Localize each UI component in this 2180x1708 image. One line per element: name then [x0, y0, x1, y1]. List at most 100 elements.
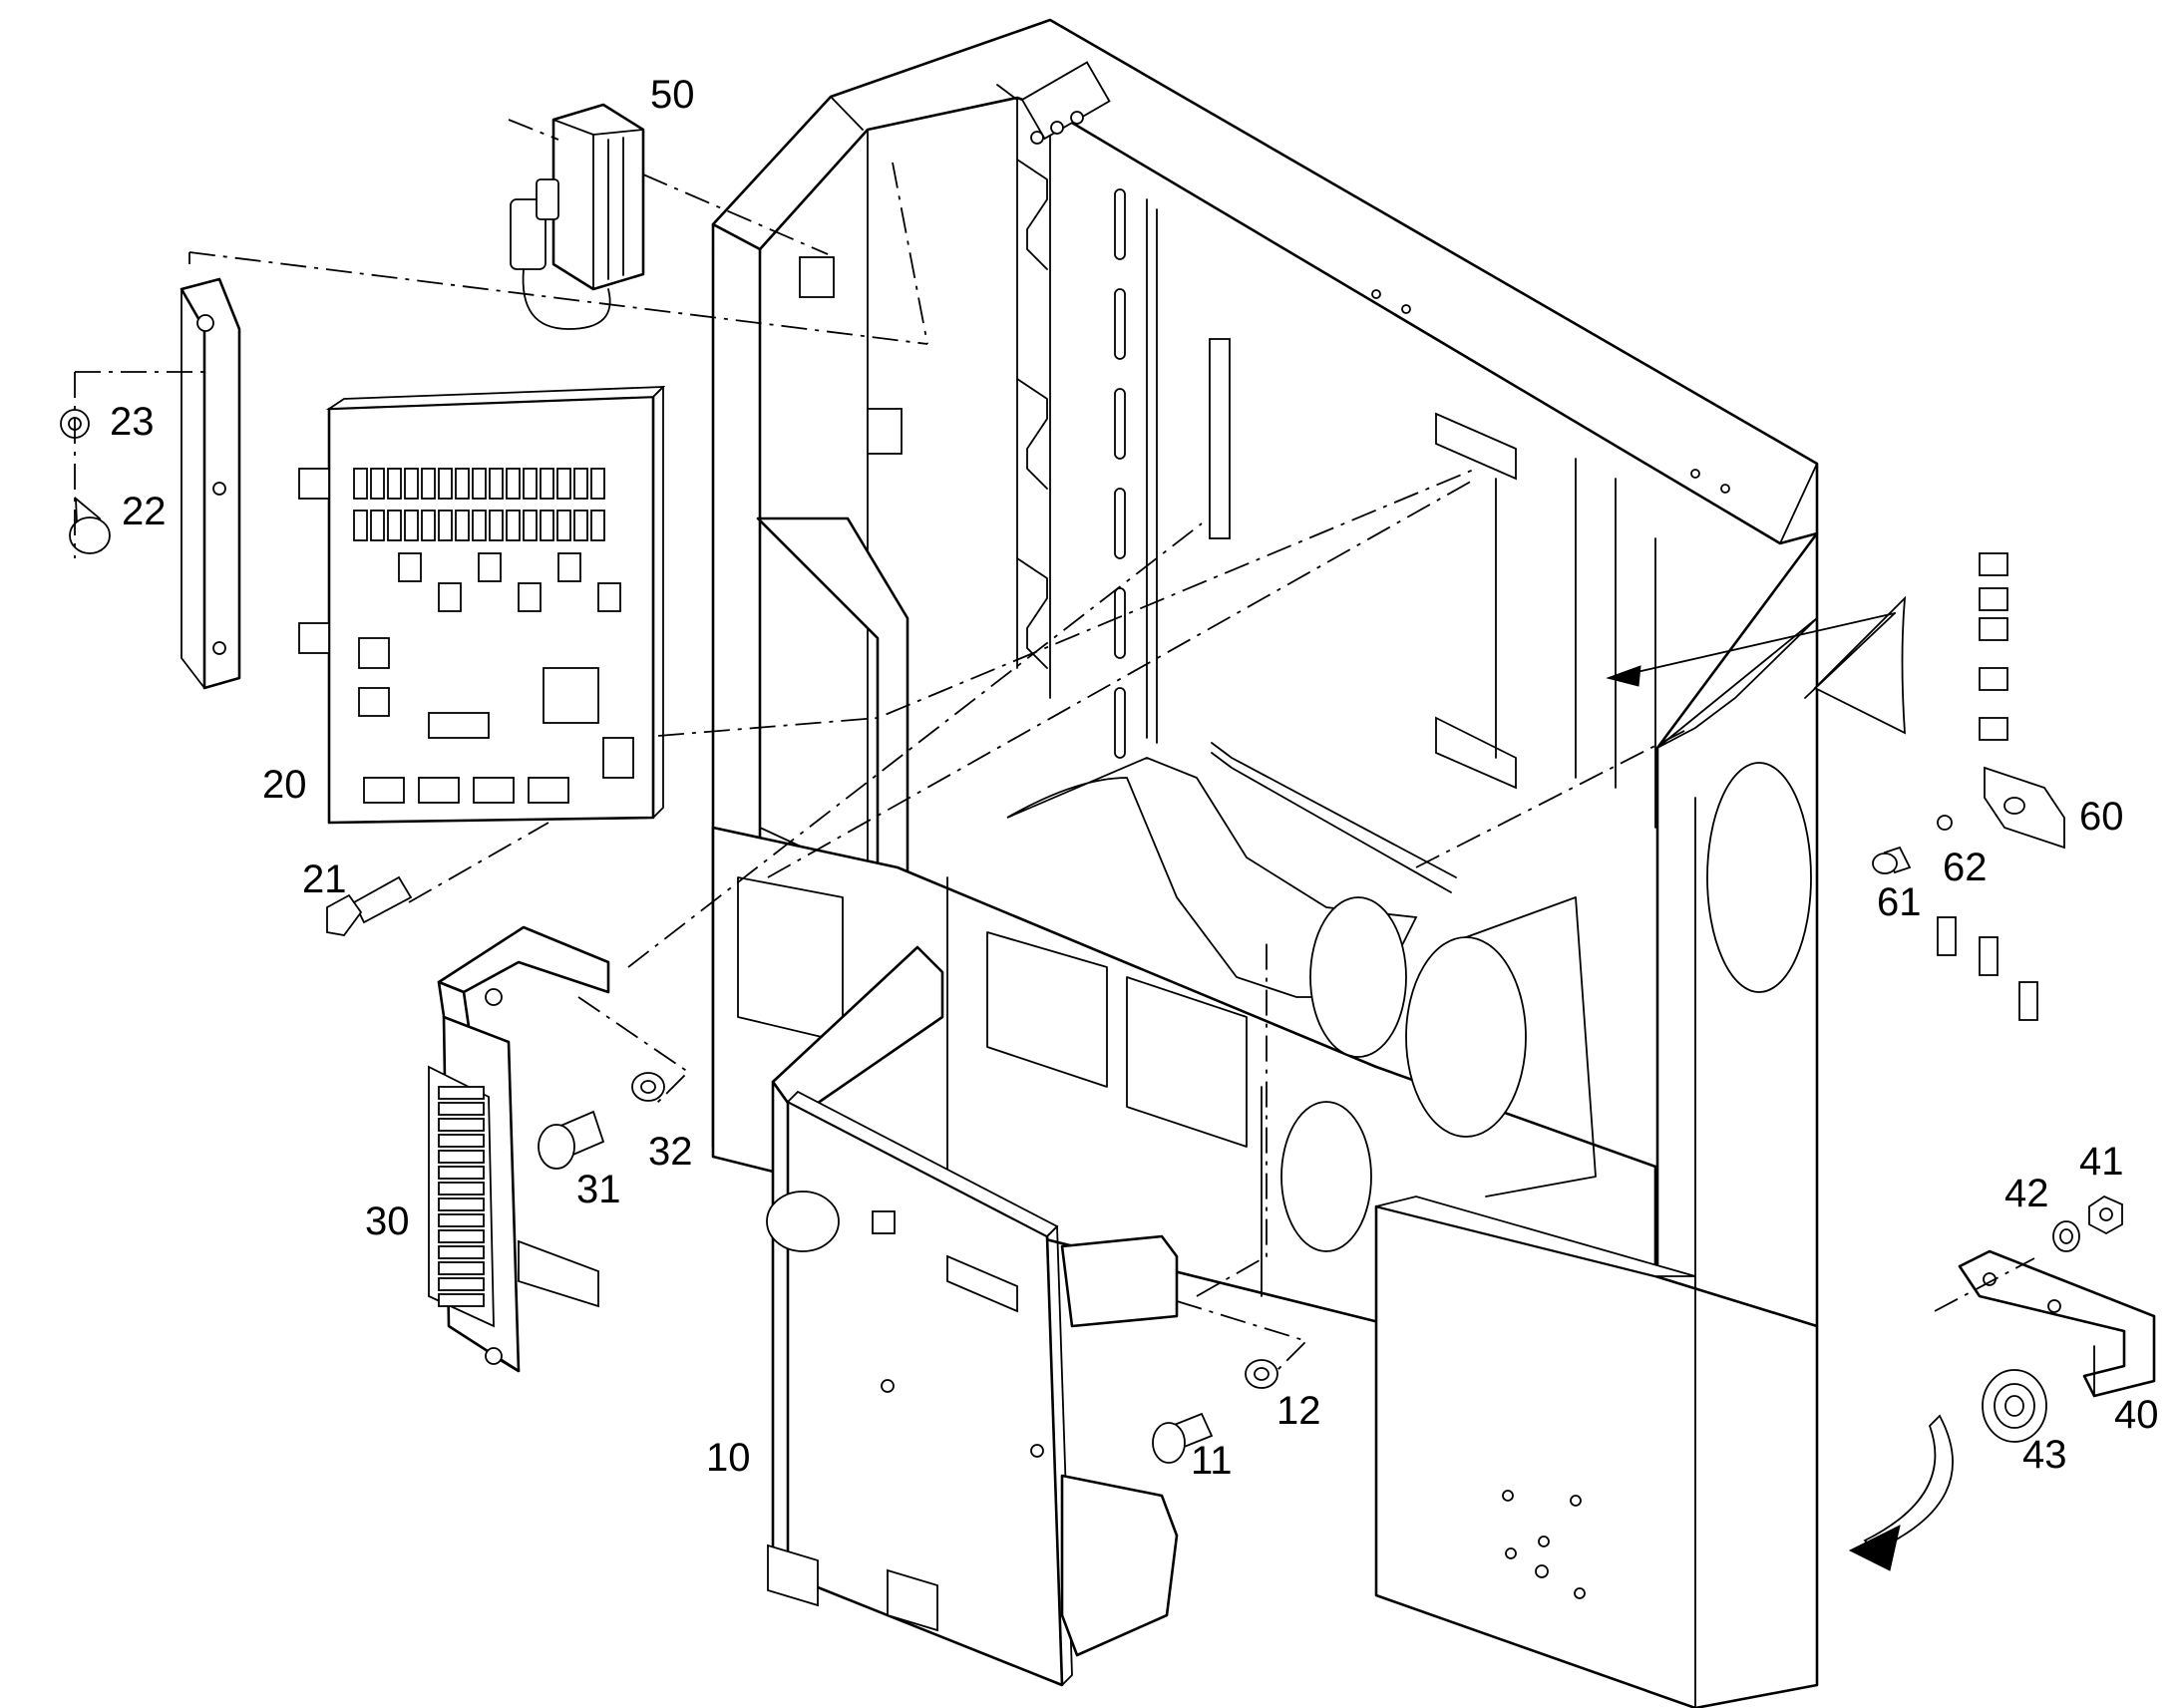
pcb-connector [363, 777, 405, 804]
pcb-relay [353, 510, 368, 541]
bracket-part-40 [1958, 1249, 2156, 1398]
terminal [438, 1229, 485, 1243]
callout-50: 50 [650, 73, 695, 117]
pcb-relay [421, 468, 436, 500]
terminal [438, 1150, 485, 1164]
callout-60: 60 [2079, 795, 2124, 839]
callout-42: 42 [2004, 1172, 2049, 1215]
terminal [438, 1134, 485, 1148]
callout-62: 62 [1943, 846, 1988, 889]
terminal [438, 1102, 485, 1116]
washer-part-12 [1245, 1359, 1278, 1389]
pcb-relay [489, 468, 504, 500]
clip [2018, 981, 2038, 1021]
pointer-arrow [1606, 612, 1896, 699]
pcb-relay [404, 510, 419, 541]
gland-part-43 [1982, 1369, 2047, 1443]
terminal-block-part-30 [428, 925, 610, 1373]
pcb-component [543, 667, 599, 724]
pcb-component [597, 582, 621, 612]
callout-23: 23 [110, 400, 155, 444]
pcb-relay [370, 468, 385, 500]
pcb-component [478, 552, 502, 582]
pcb-relay [506, 510, 521, 541]
callout-61: 61 [1877, 880, 1922, 924]
pcb-connector [418, 777, 460, 804]
bolt-part-21 [326, 875, 413, 936]
pcb-component [358, 637, 390, 669]
clip [1979, 936, 1998, 976]
heater-part-50 [510, 103, 645, 330]
callout-31: 31 [576, 1168, 621, 1211]
pcb-relay [472, 510, 487, 541]
callout-20: 20 [262, 763, 307, 807]
rotation-arrow [1848, 1414, 1954, 1571]
callout-11: 11 [1191, 1439, 1233, 1483]
pcb-relay [573, 468, 588, 500]
pcb-component [358, 687, 390, 717]
clip [1979, 717, 2008, 741]
terminal [438, 1182, 485, 1196]
pcb-relay [540, 510, 554, 541]
pcb-relay [590, 468, 605, 500]
callout-12: 12 [1276, 1389, 1321, 1433]
pcb-relay [421, 510, 436, 541]
terminal [438, 1245, 485, 1259]
pcb-relay [438, 468, 453, 500]
callout-40: 40 [2114, 1393, 2159, 1437]
pcb-relay [387, 468, 402, 500]
pcb-relay [523, 468, 538, 500]
main-housing [711, 18, 1819, 1708]
pcb-component [518, 582, 542, 612]
callout-21: 21 [302, 857, 347, 901]
clip [1979, 552, 2008, 576]
terminal [438, 1277, 485, 1291]
clips-part-60 [1813, 552, 2065, 1021]
screw-part-31 [538, 1110, 605, 1170]
pcb-relay [370, 510, 385, 541]
clip [1937, 916, 1957, 956]
clip [1979, 587, 2008, 611]
pcb-relay [472, 468, 487, 500]
pcb-component [557, 552, 581, 582]
clip [1979, 667, 2008, 691]
pcb-relay [489, 510, 504, 541]
terminal [438, 1086, 485, 1100]
pcb-component [602, 737, 634, 779]
nut-part-41 [2088, 1195, 2123, 1235]
control-unit-part-10 [766, 945, 1179, 1687]
callout-10: 10 [706, 1436, 751, 1480]
pcb-relay [455, 510, 470, 541]
pcb-relay [556, 510, 571, 541]
terminal [438, 1213, 485, 1227]
pcb-component [438, 582, 462, 612]
terminal [438, 1293, 485, 1307]
pcb-relay [455, 468, 470, 500]
washer-part-32 [631, 1072, 665, 1102]
pcb-relay [506, 468, 521, 500]
pcb-relay [387, 510, 402, 541]
pcb-relay [556, 468, 571, 500]
callout-labels: 50 23 22 20 21 30 31 32 10 11 12 60 61 6… [110, 73, 2159, 1483]
pcb-part-20 [298, 386, 666, 825]
callout-43: 43 [2022, 1433, 2067, 1477]
terminal [438, 1197, 485, 1211]
screw-part-11 [1152, 1412, 1214, 1464]
pcb-relay [573, 510, 588, 541]
pcb-component [398, 552, 422, 582]
callout-41: 41 [2079, 1140, 2124, 1184]
assembly-lines [74, 119, 2035, 1372]
pcb-relay [590, 510, 605, 541]
callout-32: 32 [648, 1130, 693, 1174]
pcb-relay [523, 510, 538, 541]
pcb-connector [528, 777, 569, 804]
terminal [438, 1118, 485, 1132]
pcb-relay [438, 510, 453, 541]
callout-22: 22 [122, 490, 167, 533]
pcb-relay [404, 468, 419, 500]
bracket-part-23 [60, 277, 241, 690]
pcb-relay [353, 468, 368, 500]
pcb-connector [473, 777, 515, 804]
clip [1979, 617, 2008, 641]
